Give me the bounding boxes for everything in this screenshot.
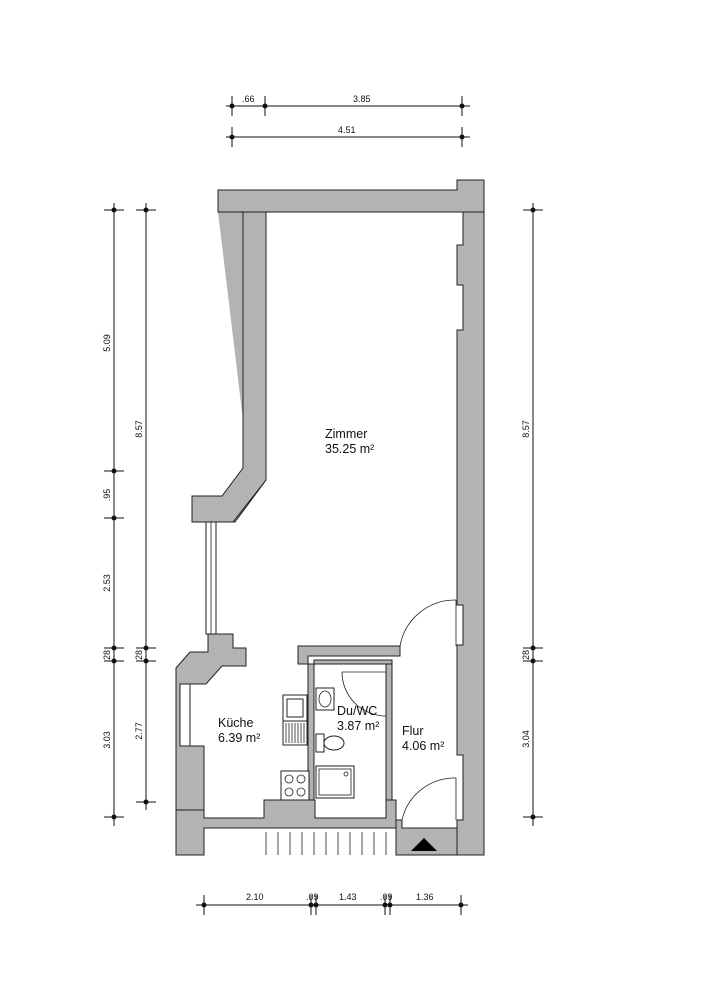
dim-bottom-210: 2.10 [246,892,264,902]
door-zimmer-arc [399,599,457,647]
wall-bath-right [385,663,393,801]
stairs [265,832,387,855]
room-area-duwc: 3.87 m² [337,719,379,733]
dim-top-385: 3.85 [353,94,371,104]
dim-bottom-009a: .09 [306,892,319,902]
room-area-flur: 4.06 m² [402,739,444,753]
burner-icon [284,774,294,784]
room-area-zimmer: 35.25 m² [325,442,374,456]
wall-bottom [175,799,397,856]
wall-right [456,211,485,856]
dim-right-28: 28 [521,650,531,660]
room-name-zimmer: Zimmer [325,427,367,441]
wall-bath-left [307,663,315,801]
walls [175,179,485,856]
wall-top [217,179,485,213]
shower-tray [318,768,352,796]
dim-left-095: .95 [102,489,112,502]
room-name-flur: Flur [402,724,424,738]
dim-right-857: 8.57 [521,420,531,438]
dim-right-304: 3.04 [521,730,531,748]
dimension-right: 8.57 28 3.04 [521,203,543,826]
dim-bottom-143: 1.43 [339,892,357,902]
dim-left-253: 2.53 [102,574,112,592]
dim-top-451: 4.51 [338,125,356,135]
entrance-arrow-icon [411,838,437,851]
burner-icon [284,787,294,797]
drainboard-lines [285,723,305,743]
doors [341,599,457,821]
dim-left-509: 5.09 [102,334,112,352]
room-area-kueche: 6.39 m² [218,731,260,745]
room-name-duwc: Du/WC [337,704,377,718]
stove-icon [280,770,310,801]
shower-icon [315,765,355,799]
dimension-left-outer: 5.09 .95 2.53 28 3.03 [102,203,124,826]
fixtures [280,687,355,801]
dim-left-28a: 28 [102,650,112,660]
sink-basin [286,698,304,718]
window-kueche [179,683,191,747]
dim-bottom-136: 1.36 [416,892,434,902]
dim-left-303: 3.03 [102,731,112,749]
door-entry-arc [401,777,457,821]
dimension-bottom: 2.10 .09 1.43 .09 1.36 [196,892,468,915]
burner-icon [296,774,306,784]
dimension-top: .66 3.85 4.51 [226,94,470,147]
room-name-kueche: Küche [218,716,253,730]
wall-left-zimmer-fill [191,211,267,523]
dimension-left-inner: 8.57 28 2.77 [134,203,156,810]
door-bath-arc [341,671,387,717]
toilet-icon [323,735,345,751]
washbasin-bowl [318,690,332,708]
dim-left-277: 2.77 [134,722,144,740]
wall-bath-top [313,659,393,665]
dim-left-28b: 28 [134,650,144,660]
dim-bottom-009b: .09 [380,892,393,902]
drain-icon [343,771,349,777]
burner-icon [296,787,306,797]
dim-top-066: .66 [242,94,255,104]
dim-left-857: 8.57 [134,420,144,438]
toilet-tank-icon [315,733,325,753]
